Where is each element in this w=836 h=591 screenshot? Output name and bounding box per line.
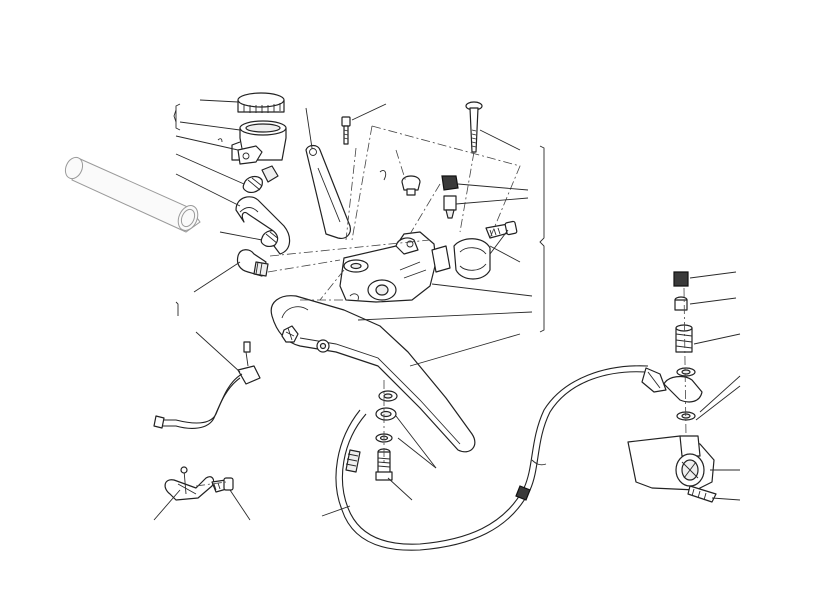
banjo-bolt-icon — [375, 448, 393, 481]
slave-bleed-valve-icon — [663, 271, 703, 421]
fluid-hose-icon — [235, 196, 291, 255]
slave-cylinder-icon — [627, 435, 717, 503]
reservoir-bracket-icon — [237, 145, 279, 183]
reservoir-cap-icon — [237, 92, 285, 113]
banjo-washer-icon — [375, 390, 398, 443]
hose-clamp-icon — [242, 175, 281, 247]
clamp-bolt-icon — [453, 220, 518, 280]
hose-fitting-icon — [236, 249, 269, 277]
bleed-valve-icon — [441, 175, 459, 219]
clip-screw-icon — [211, 477, 234, 493]
clutch-lever-icon — [270, 295, 476, 453]
support-bracket-icon — [305, 144, 351, 239]
leader-lines — [153, 99, 741, 521]
pivot-nut-icon — [379, 169, 421, 196]
bracket-screw-icon — [341, 116, 351, 145]
clutch-hose-icon — [335, 365, 667, 551]
switch-wire-icon — [153, 341, 261, 429]
handlebar-icon — [64, 156, 201, 233]
assembly-guides — [195, 125, 687, 487]
group-brackets — [173, 103, 545, 333]
pivot-bolt-icon — [465, 101, 483, 153]
clip-icon — [164, 466, 215, 501]
master-cylinder-icon — [339, 231, 451, 303]
